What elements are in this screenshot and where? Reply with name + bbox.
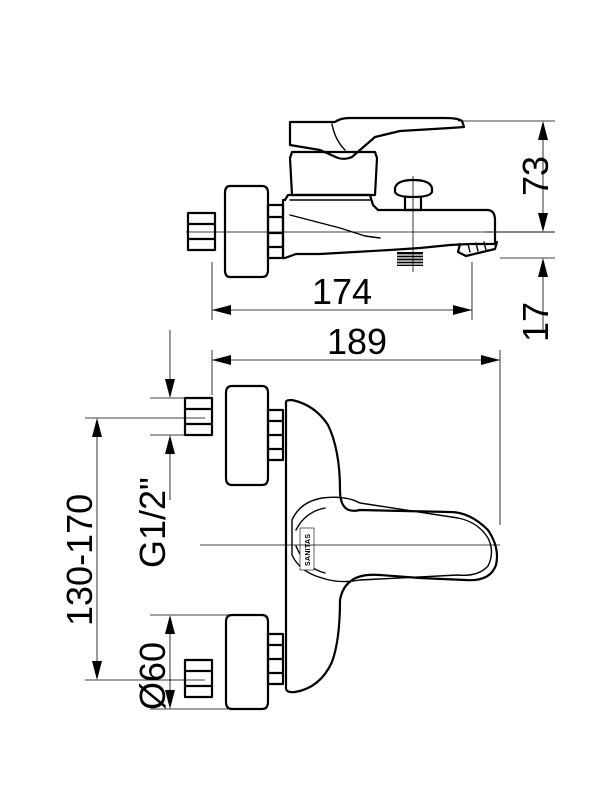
dimension-174: 174: [211, 262, 473, 320]
side-body: [281, 193, 497, 260]
side-diverter-knob: [393, 178, 434, 212]
side-connector-hex: [266, 203, 285, 260]
top-view: SANITAS: [183, 384, 500, 711]
dimension-rosette: Ø60: [132, 614, 230, 710]
side-threaded-nozzle: [397, 252, 423, 266]
dimension-189: 189: [211, 321, 501, 525]
top-upper-hex: [266, 408, 285, 462]
top-upper-rosette: [224, 384, 270, 487]
side-lever-handle: [288, 116, 466, 160]
top-lower-hex: [266, 632, 285, 686]
dim-thread-label: G1/2": [132, 477, 173, 568]
top-upper-inlet-nut: [183, 396, 214, 437]
dimension-73: 73: [458, 120, 556, 233]
dim-rosette-label: Ø60: [132, 642, 173, 710]
side-rosette: [223, 184, 270, 279]
brand-plate: SANITAS: [299, 527, 315, 571]
dim-189-label: 189: [327, 321, 387, 362]
side-inlet-nut: [186, 211, 217, 252]
side-cartridge-housing: [288, 150, 379, 197]
brand-label: SANITAS: [305, 534, 312, 566]
dimension-17: 17: [500, 257, 556, 342]
side-spout-outlet: [456, 240, 499, 258]
dim-174-label: 174: [312, 271, 372, 312]
side-view: [186, 116, 555, 279]
dimension-thread: G1/2": [132, 330, 186, 568]
dim-73-label: 73: [515, 156, 556, 196]
dimension-130-170: 130-170: [59, 417, 205, 681]
top-body: [284, 398, 499, 694]
dim-130-170-label: 130-170: [59, 494, 100, 626]
dim-17-label: 17: [515, 302, 556, 342]
top-lever: [291, 496, 493, 583]
top-lower-inlet-nut: [183, 658, 214, 699]
top-lower-rosette: [224, 613, 270, 711]
